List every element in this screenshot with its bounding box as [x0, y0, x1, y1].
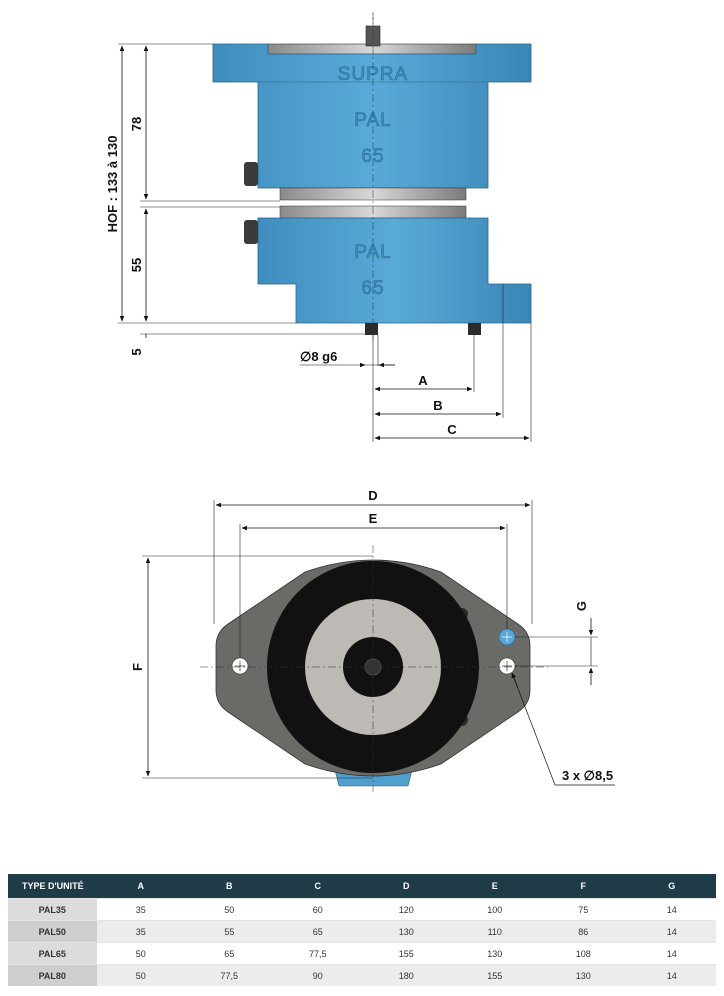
cell: 50 — [96, 942, 185, 965]
cell: 77,5 — [273, 942, 362, 965]
pin-right — [468, 323, 481, 335]
table-row: PAL80 50 77,5 90 180 155 130 14 — [8, 964, 716, 986]
header-a: A — [96, 874, 185, 899]
cell-type: PAL35 — [8, 898, 97, 921]
cell: 65 — [273, 920, 362, 943]
cell: 130 — [539, 964, 628, 986]
cell: 14 — [627, 942, 716, 965]
cell: 77,5 — [185, 964, 274, 986]
lower-body — [257, 217, 532, 324]
brand-emboss: SUPRA — [338, 64, 408, 85]
header-d: D — [362, 874, 451, 899]
header-type: TYPE D'UNITÉ — [8, 874, 97, 899]
cell: 14 — [627, 920, 716, 943]
cell: 180 — [362, 964, 451, 986]
cell-type: PAL65 — [8, 942, 97, 965]
side-knob-lower — [244, 220, 258, 244]
dim-f-label: F — [130, 663, 145, 671]
cell: 35 — [96, 898, 185, 921]
cell: 35 — [96, 920, 185, 943]
cell: 86 — [539, 920, 628, 943]
cell-type: PAL50 — [8, 920, 97, 943]
model-emboss-upper: PAL — [354, 110, 392, 131]
dim-e-label: E — [369, 511, 378, 526]
holes-callout-label: 3 x ∅8,5 — [562, 768, 613, 783]
cell-type: PAL80 — [8, 964, 97, 986]
table-row: PAL65 50 65 77,5 155 130 108 14 — [8, 942, 716, 965]
model-emboss-lower: PAL — [354, 242, 392, 263]
cell: 155 — [362, 942, 451, 965]
pin-diameter-label: ∅8 g6 — [300, 349, 337, 364]
cell: 155 — [450, 964, 539, 986]
dim-g-label: G — [574, 601, 589, 611]
cell: 90 — [273, 964, 362, 986]
cell: 50 — [96, 964, 185, 986]
top-view: D E F G 3 x ∅8,5 — [130, 488, 615, 792]
cell: 110 — [450, 920, 539, 943]
cell: 14 — [627, 898, 716, 921]
dim-78-label: 78 — [129, 117, 144, 131]
dim-d-label: D — [368, 488, 377, 503]
cell: 120 — [362, 898, 451, 921]
table-header-row: TYPE D'UNITÉ A B C D E F G — [8, 874, 716, 899]
size-emboss-lower: 65 — [361, 278, 384, 299]
dimensions-table: TYPE D'UNITÉ A B C D E F G PAL35 35 50 6… — [8, 874, 716, 986]
cell: 100 — [450, 898, 539, 921]
cell: 14 — [627, 964, 716, 986]
size-emboss-upper: 65 — [361, 146, 384, 167]
cell: 50 — [185, 898, 274, 921]
header-e: E — [450, 874, 539, 899]
cell: 75 — [539, 898, 628, 921]
cell: 65 — [185, 942, 274, 965]
technical-drawing: SUPRA PAL 65 PAL 65 HOF : 133 à 130 78 5… — [105, 12, 615, 792]
cell: 130 — [362, 920, 451, 943]
side-view: SUPRA PAL 65 PAL 65 HOF : 133 à 130 78 5… — [105, 12, 532, 442]
header-c: C — [273, 874, 362, 899]
header-f: F — [539, 874, 628, 899]
pin-left — [365, 323, 378, 335]
dim-5-label: 5 — [129, 348, 144, 355]
cell: 60 — [273, 898, 362, 921]
cell: 55 — [185, 920, 274, 943]
table-row: PAL50 35 55 65 130 110 86 14 — [8, 920, 716, 943]
cell: 108 — [539, 942, 628, 965]
dim-a-label: A — [418, 373, 428, 388]
header-b: B — [185, 874, 274, 899]
dim-55-label: 55 — [129, 258, 144, 272]
table-row: PAL35 35 50 60 120 100 75 14 — [8, 898, 716, 921]
dim-b-label: B — [433, 398, 442, 413]
hof-label: HOF : 133 à 130 — [105, 136, 120, 233]
dim-c-label: C — [447, 422, 457, 437]
side-knob-upper — [244, 162, 258, 186]
header-g: G — [627, 874, 716, 899]
cell: 130 — [450, 942, 539, 965]
